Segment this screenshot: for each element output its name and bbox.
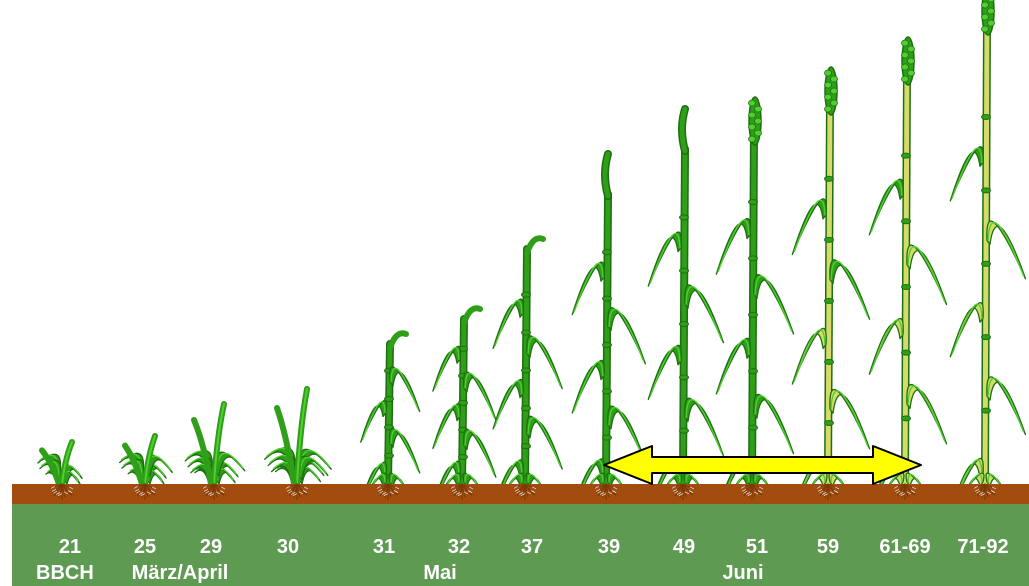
month-label-mai: Mai [423, 562, 456, 584]
root-cluster [449, 483, 475, 500]
plant-stage-51 [715, 96, 795, 515]
plants-layer [37, 0, 1027, 515]
root-cluster [593, 483, 619, 500]
stage-label-59: 59 [817, 536, 839, 558]
plant-stage-49 [647, 105, 725, 514]
root-cluster [972, 483, 998, 500]
stage-label-21: 21 [59, 536, 81, 558]
plant-stage-29 [184, 401, 246, 487]
stage-label-31: 31 [373, 536, 395, 558]
stage-label-37: 37 [521, 536, 543, 558]
plant-stage-61-69 [868, 36, 948, 515]
root-cluster [815, 483, 841, 500]
root-cluster [132, 483, 158, 500]
plant-stage-30 [264, 386, 332, 487]
plant-stage-25 [119, 433, 173, 487]
yellow-double-arrow [603, 445, 922, 485]
yellow-double-arrow-shape [603, 445, 922, 485]
roots-layer [49, 483, 998, 500]
stage-label-32: 32 [448, 536, 470, 558]
month-label-maerz-april: März/April [132, 562, 229, 584]
plant-stage-71-92 [949, 0, 1027, 514]
plant-stage-59 [791, 66, 871, 515]
stage-label-49: 49 [673, 536, 695, 558]
root-cluster [739, 483, 765, 500]
stage-label-25: 25 [134, 536, 156, 558]
stage-label-29: 29 [200, 536, 222, 558]
month-label-bbch: BBCH [36, 562, 94, 584]
root-cluster [512, 483, 538, 500]
month-label-juni: Juni [722, 562, 763, 584]
root-cluster [201, 483, 227, 500]
plant-stage-32 [432, 305, 497, 507]
stage-label-39: 39 [598, 536, 620, 558]
plant-stage-31 [360, 330, 421, 505]
stage-label-71-92: 71-92 [957, 536, 1008, 558]
root-cluster [375, 483, 401, 500]
label-band [12, 504, 1029, 586]
stage-label-51: 51 [746, 536, 768, 558]
stage-label-61-69: 61-69 [879, 536, 930, 558]
stage-label-30: 30 [277, 536, 299, 558]
root-cluster [892, 483, 918, 500]
plant-stage-21 [37, 439, 83, 487]
root-cluster [49, 483, 75, 500]
plant-stage-37 [492, 235, 563, 510]
root-cluster [670, 483, 696, 500]
root-cluster [284, 483, 310, 500]
